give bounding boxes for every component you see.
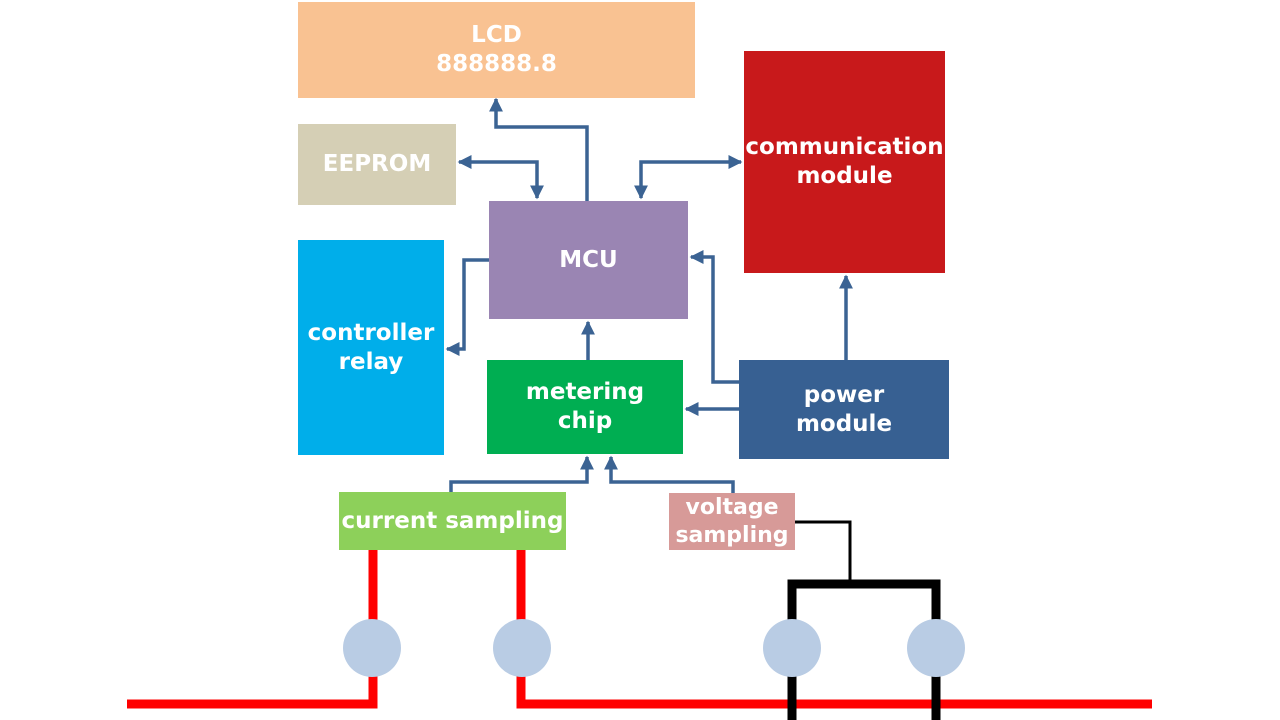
relay-label-line1: controller (307, 319, 435, 346)
phase-line-left (127, 550, 378, 709)
voltage-tap-wire (795, 520, 852, 581)
current-sampling-label: current sampling (341, 507, 564, 534)
metering-label-line2: chip (557, 408, 613, 434)
power-label-line2: module (795, 410, 893, 437)
terminal-3 (763, 619, 821, 677)
arrow-voltage-to-metering (604, 455, 735, 493)
eeprom-block: EEPROM (298, 124, 456, 205)
comm-label-line1: communication (745, 134, 944, 160)
communication-module-block: communication module (744, 51, 945, 273)
eeprom-label: EEPROM (322, 151, 432, 177)
voltage-label-line2: sampling (675, 522, 789, 548)
relay-label-line2: relay (338, 348, 404, 375)
arrow-mcu-comm (634, 155, 743, 200)
arrow-current-to-metering (449, 455, 594, 492)
mcu-block: MCU (489, 201, 688, 319)
voltage-label-line1: voltage (685, 494, 779, 520)
arrow-mcu-to-lcd (489, 97, 589, 201)
metering-label-line1: metering (525, 379, 645, 405)
terminal-2 (493, 619, 551, 677)
arrow-eeprom-mcu (457, 155, 544, 200)
lcd-block: LCD 888888.8 (298, 2, 695, 98)
arrow-mcu-to-relay (445, 258, 489, 356)
lcd-title: LCD (471, 22, 522, 48)
power-label-line1: power (803, 381, 885, 408)
comm-label-line2: module (796, 163, 893, 189)
metering-chip-block: metering chip (487, 360, 683, 454)
controller-relay-block: controller relay (298, 240, 444, 455)
terminal-4 (907, 619, 965, 677)
voltage-sampling-block: voltage sampling (669, 493, 795, 550)
power-module-block: power module (739, 360, 949, 459)
lcd-display-value: 888888.8 (436, 51, 557, 77)
mcu-label: MCU (559, 246, 618, 273)
current-sampling-block: current sampling (339, 492, 566, 550)
terminal-1 (343, 619, 401, 677)
arrow-power-to-mcu (689, 250, 739, 384)
phase-line-right (516, 550, 1152, 709)
